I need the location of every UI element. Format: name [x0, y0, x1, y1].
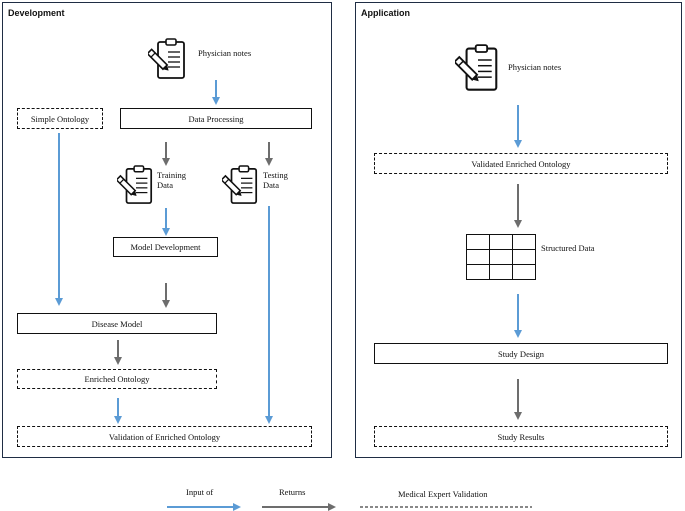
- enriched-ontology-box: Enriched Ontology: [17, 369, 217, 389]
- simple-ontology-box: Simple Ontology: [17, 108, 103, 129]
- training-data-label: Training Data: [157, 170, 186, 190]
- validation-label: Validation of Enriched Ontology: [108, 431, 221, 442]
- simple-ontology-label: Simple Ontology: [30, 113, 90, 124]
- testing-data-label: Testing Data: [263, 170, 288, 190]
- dev-physician-notes-label: Physician notes: [198, 48, 252, 58]
- structured-data-label: Structured Data: [541, 243, 595, 253]
- table-grid-icon: [466, 234, 536, 280]
- validated-enriched-ontology-label: Validated Enriched Ontology: [471, 158, 571, 169]
- disease-model-box: Disease Model: [17, 313, 217, 334]
- study-results-box: Study Results: [374, 426, 668, 447]
- application-title: Application: [361, 8, 410, 18]
- disease-model-label: Disease Model: [91, 318, 143, 329]
- enriched-ontology-label: Enriched Ontology: [84, 374, 150, 384]
- data-processing-box: Data Processing: [120, 108, 312, 129]
- data-processing-label: Data Processing: [188, 113, 244, 124]
- validation-box: Validation of Enriched Ontology: [17, 426, 312, 447]
- study-results-label: Study Results: [497, 431, 545, 442]
- app-physician-notes-label: Physician notes: [508, 62, 562, 72]
- model-development-box: Model Development: [113, 237, 218, 257]
- study-design-label: Study Design: [497, 348, 545, 359]
- legend-returns-label: Returns: [279, 487, 306, 497]
- clipboard-icon: [455, 44, 498, 91]
- development-title: Development: [8, 8, 65, 18]
- clipboard-icon: [222, 165, 258, 204]
- development-panel: Development: [2, 2, 332, 458]
- model-development-label: Model Development: [130, 242, 201, 252]
- clipboard-icon: [148, 38, 185, 79]
- clipboard-icon: [117, 165, 153, 204]
- legend-input-label: Input of: [186, 487, 214, 497]
- validated-enriched-ontology-box: Validated Enriched Ontology: [374, 153, 668, 174]
- study-design-box: Study Design: [374, 343, 668, 364]
- legend-validation-label: Medical Expert Validation: [398, 489, 488, 499]
- application-panel: Application: [355, 2, 682, 458]
